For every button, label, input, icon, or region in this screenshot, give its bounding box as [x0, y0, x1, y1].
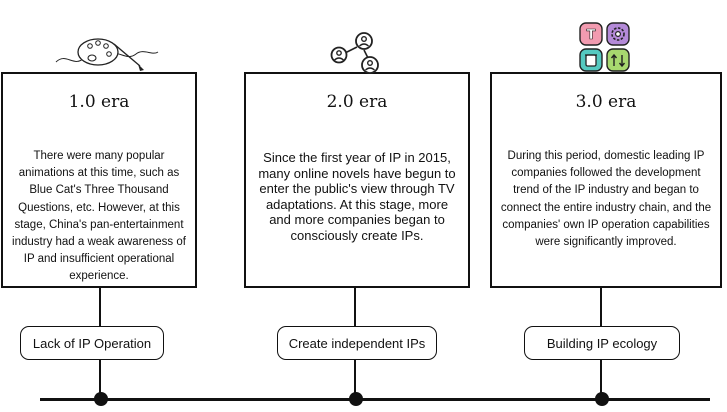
svg-text:T: T	[587, 28, 596, 43]
era-description-2: Since the first year of IP in 2015, many…	[258, 150, 456, 243]
era-description-3: During this period, domestic leading IP …	[500, 150, 712, 249]
ecology-grid-icon: T	[576, 20, 634, 74]
connected-users-icon	[326, 28, 386, 76]
palette-icon	[52, 22, 162, 84]
era-title-3: 3.0 era	[575, 92, 637, 112]
timeline-node-3	[595, 392, 609, 406]
era-description-1: There were many popular animations at th…	[12, 150, 186, 283]
era-title-1: 1.0 era	[68, 92, 130, 112]
timeline-node-1	[94, 392, 108, 406]
era-panel-1: 1.0 era There were many popular animatio…	[1, 72, 197, 288]
era-panel-3: 3.0 era During this period, domestic lea…	[490, 72, 722, 288]
timeline-axis	[40, 398, 710, 401]
era-title-2: 2.0 era	[326, 92, 388, 112]
era-tag-1: Lack of IP Operation	[20, 326, 164, 360]
era-tag-3: Building IP ecology	[524, 326, 680, 360]
era-tag-2: Create independent IPs	[277, 326, 437, 360]
timeline-node-2	[349, 392, 363, 406]
era-panel-2: 2.0 era Since the first year of IP in 20…	[244, 72, 470, 288]
